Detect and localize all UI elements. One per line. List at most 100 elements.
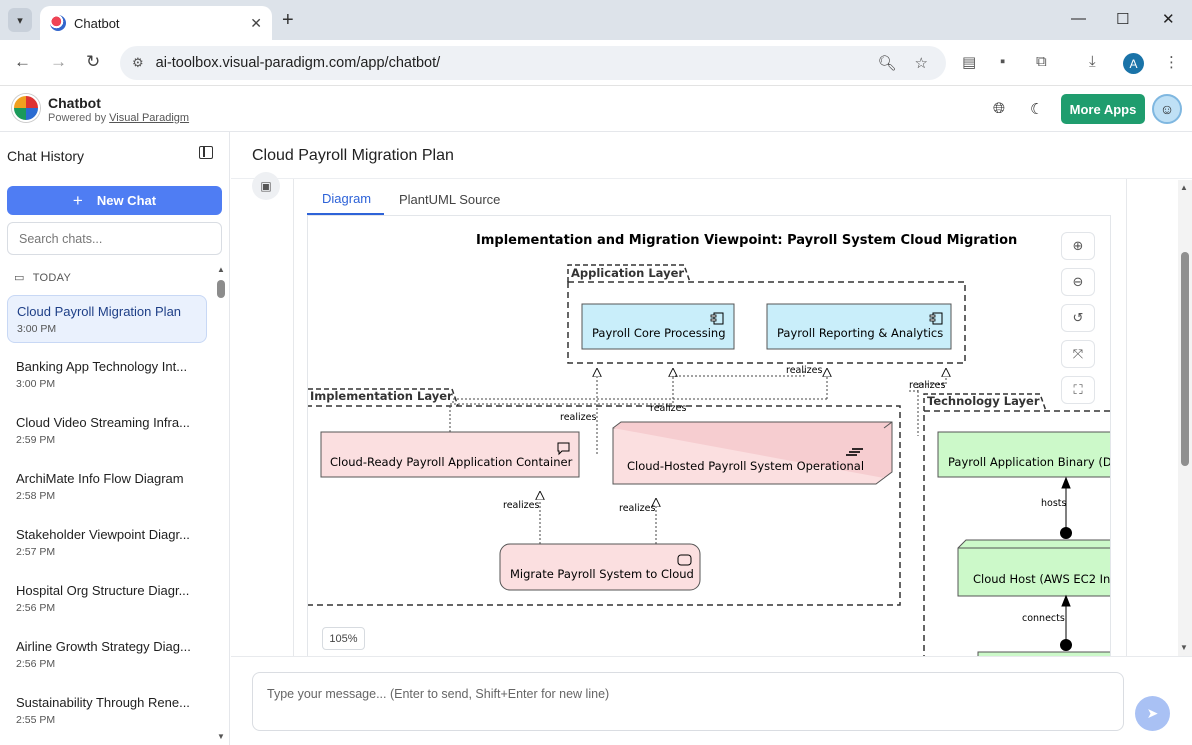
main-scroll-down-icon[interactable]: ▼ bbox=[1180, 643, 1188, 652]
more-apps-button[interactable]: More Apps bbox=[1061, 94, 1145, 124]
relation-label: realizes bbox=[503, 500, 539, 511]
reload-icon[interactable]: ↻ bbox=[86, 52, 101, 71]
node-binary[interactable] bbox=[937, 431, 1111, 478]
zoom-in-button[interactable]: ⊕ bbox=[1061, 232, 1095, 260]
relation-label: connects bbox=[1022, 613, 1065, 624]
component-icon bbox=[710, 312, 724, 325]
history-group-header: ▭ TODAY bbox=[14, 271, 71, 284]
address-bar[interactable]: ⚙ ai-toolbox.visual-paradigm.com/app/cha… bbox=[120, 46, 946, 80]
tab-diagram[interactable]: Diagram bbox=[322, 191, 372, 206]
implementation-layer-label: Implementation Layer bbox=[310, 389, 453, 403]
history-item[interactable]: Sustainability Through Rene... 2:55 PM bbox=[7, 687, 207, 735]
dark-mode-moon-icon[interactable]: ☾ bbox=[1030, 101, 1044, 118]
fit-to-screen-button[interactable]: ⤧ bbox=[1061, 340, 1095, 368]
browser-toolbar: ← → ↻ ⚙ ai-toolbox.visual-paradigm.com/a… bbox=[0, 40, 1192, 86]
node-host-label: Cloud Host (AWS EC2 In bbox=[973, 572, 1110, 586]
main-scrollbar-thumb[interactable] bbox=[1181, 252, 1189, 466]
browser-tab[interactable]: Chatbot ✕ bbox=[40, 6, 272, 40]
url-text[interactable]: ai-toolbox.visual-paradigm.com/app/chatb… bbox=[155, 55, 441, 71]
history-item-title: Hospital Org Structure Diagr... bbox=[16, 583, 190, 598]
node-payroll-core-label: Payroll Core Processing bbox=[592, 326, 726, 340]
deliverable-icon bbox=[557, 442, 570, 456]
diagram-canvas[interactable]: Implementation and Migration Viewpoint: … bbox=[307, 215, 1111, 657]
implementation-layer-group bbox=[308, 405, 901, 606]
sidebar-scroll-down-icon[interactable]: ▼ bbox=[217, 732, 225, 741]
calendar-icon: ▭ bbox=[14, 272, 25, 284]
chat-title: Cloud Payroll Migration Plan bbox=[252, 147, 454, 164]
new-chat-button[interactable]: + New Chat bbox=[7, 186, 222, 215]
history-item-time: 2:56 PM bbox=[16, 658, 56, 670]
new-tab-icon[interactable]: + bbox=[282, 9, 294, 31]
send-button[interactable]: ➤ bbox=[1135, 696, 1170, 731]
node-payroll-reporting[interactable] bbox=[766, 303, 952, 350]
favicon-icon bbox=[50, 15, 66, 31]
application-layer-group bbox=[567, 281, 966, 364]
fullscreen-button[interactable]: ⛶ bbox=[1061, 376, 1095, 404]
browser-tab-strip: ▾ Chatbot ✕ + — ☐ ✕ bbox=[0, 0, 1192, 40]
history-item-time: 2:59 PM bbox=[16, 434, 56, 446]
zoom-icon[interactable]: 🔍︎ bbox=[877, 55, 897, 72]
extensions-puzzle-icon[interactable]: ⧉ bbox=[1036, 53, 1047, 70]
relation-label: realizes bbox=[619, 503, 655, 514]
node-network[interactable] bbox=[977, 651, 1111, 657]
sidebar-toggle-icon[interactable] bbox=[199, 146, 213, 159]
node-host[interactable] bbox=[957, 539, 1111, 597]
visual-paradigm-link[interactable]: Visual Paradigm bbox=[109, 112, 190, 124]
extension-file-icon[interactable]: ▤ bbox=[962, 54, 977, 71]
reset-view-button[interactable]: ↺ bbox=[1061, 304, 1095, 332]
history-item-title: Stakeholder Viewpoint Diagr... bbox=[16, 527, 190, 542]
node-payroll-core[interactable] bbox=[581, 303, 735, 350]
message-input[interactable] bbox=[252, 672, 1124, 731]
history-item-time: 2:55 PM bbox=[16, 714, 56, 726]
sidebar-scrollbar-thumb[interactable] bbox=[217, 280, 225, 298]
language-globe-icon[interactable]: 🌐︎ bbox=[993, 100, 1006, 117]
browser-menu-icon[interactable]: ⋮ bbox=[1164, 54, 1179, 71]
app-logo bbox=[12, 94, 40, 122]
maximize-icon[interactable]: ☐ bbox=[1116, 11, 1130, 28]
diagram-title: Implementation and Migration Viewpoint: … bbox=[476, 233, 1017, 248]
send-icon: ➤ bbox=[1146, 705, 1159, 721]
history-item-time: 2:58 PM bbox=[16, 490, 56, 502]
bookmark-star-icon[interactable]: ☆ bbox=[914, 55, 928, 72]
component-icon bbox=[929, 312, 943, 325]
history-item[interactable]: Cloud Video Streaming Infra... 2:59 PM bbox=[7, 407, 207, 455]
extension-chat-icon[interactable]: ▪ bbox=[1000, 53, 1006, 70]
minimize-icon[interactable]: — bbox=[1071, 10, 1086, 27]
forward-icon[interactable]: → bbox=[50, 52, 67, 71]
tab-search-dropdown-icon[interactable]: ▾ bbox=[8, 8, 32, 32]
app-name: Chatbot bbox=[48, 95, 101, 111]
history-item-title: ArchiMate Info Flow Diagram bbox=[16, 471, 184, 486]
node-container[interactable] bbox=[320, 431, 580, 478]
plateau-icon bbox=[846, 448, 863, 456]
history-item[interactable]: ArchiMate Info Flow Diagram 2:58 PM bbox=[7, 463, 207, 511]
main-scroll-up-icon[interactable]: ▲ bbox=[1180, 183, 1188, 192]
close-window-icon[interactable]: ✕ bbox=[1162, 11, 1175, 28]
bot-avatar-icon[interactable]: ☺ bbox=[1152, 94, 1182, 124]
history-item[interactable]: Banking App Technology Int... 3:00 PM bbox=[7, 351, 207, 399]
downloads-icon[interactable]: ⤓ bbox=[1089, 53, 1096, 70]
profile-avatar[interactable]: A bbox=[1123, 53, 1144, 74]
plus-icon: + bbox=[72, 190, 83, 210]
history-item[interactable]: Cloud Payroll Migration Plan 3:00 PM bbox=[7, 295, 207, 343]
group-label: TODAY bbox=[32, 272, 72, 284]
node-migrate[interactable] bbox=[499, 543, 701, 591]
node-binary-label: Payroll Application Binary (D bbox=[948, 455, 1111, 469]
history-item[interactable]: Stakeholder Viewpoint Diagr... 2:57 PM bbox=[7, 519, 207, 567]
zoom-level-badge: 105% bbox=[322, 627, 365, 650]
technology-layer-label: Technology Layer bbox=[927, 394, 1040, 408]
history-item[interactable]: Airline Growth Strategy Diag... 2:56 PM bbox=[7, 631, 207, 679]
tab-plantuml-source[interactable]: PlantUML Source bbox=[399, 192, 501, 207]
powered-prefix: Powered by bbox=[48, 112, 107, 124]
close-tab-icon[interactable]: ✕ bbox=[250, 14, 262, 31]
sidebar-scroll-up-icon[interactable]: ▲ bbox=[217, 265, 225, 274]
site-info-icon[interactable]: ⚙ bbox=[132, 55, 144, 70]
history-item-title: Sustainability Through Rene... bbox=[16, 695, 190, 710]
zoom-out-button[interactable]: ⊖ bbox=[1061, 268, 1095, 296]
back-icon[interactable]: ← bbox=[14, 52, 31, 71]
powered-by: Powered by Visual Paradigm bbox=[48, 112, 189, 124]
history-item-time: 2:57 PM bbox=[16, 546, 56, 558]
search-chats-input[interactable] bbox=[7, 222, 222, 255]
history-item[interactable]: Hospital Org Structure Diagr... 2:56 PM bbox=[7, 575, 207, 623]
node-payroll-reporting-label: Payroll Reporting & Analytics bbox=[777, 326, 943, 340]
tab-title: Chatbot bbox=[74, 15, 120, 31]
